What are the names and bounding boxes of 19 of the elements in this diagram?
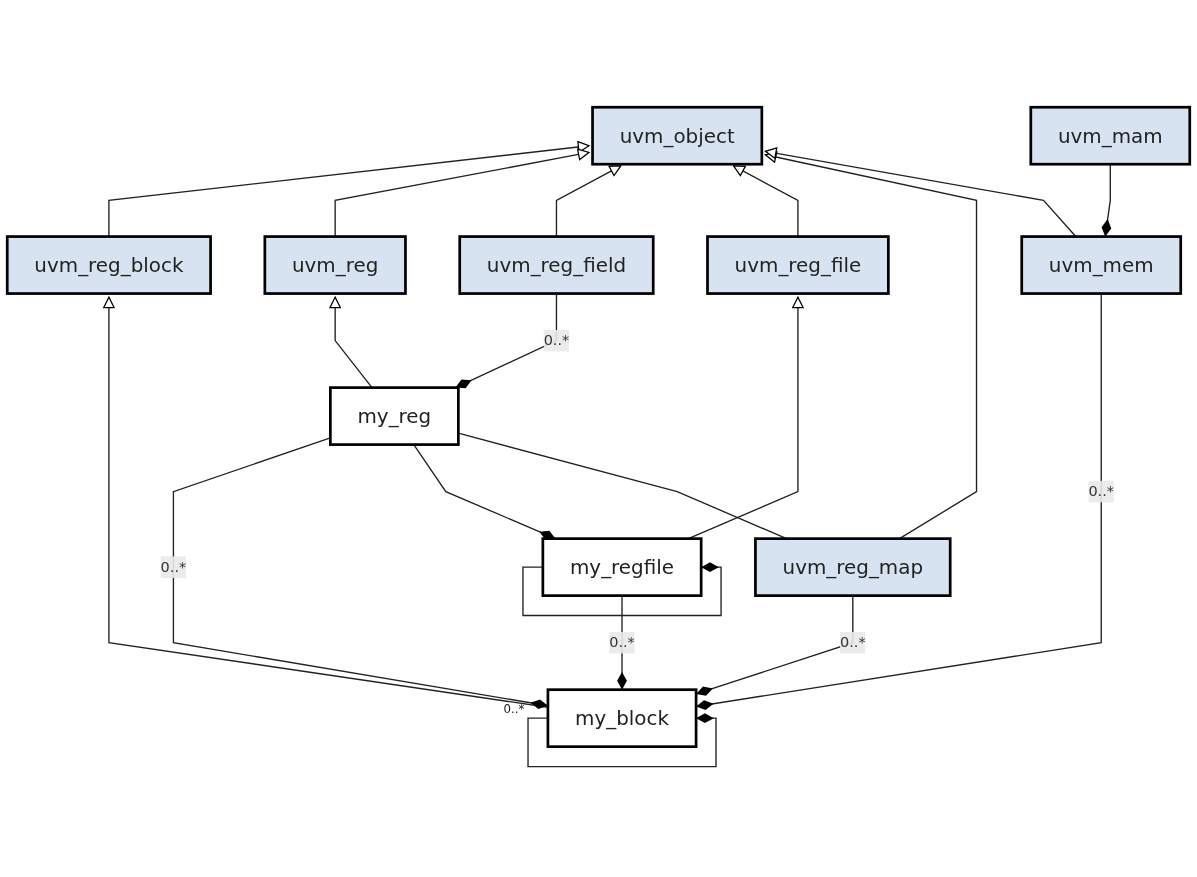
node-box: uvm_mem xyxy=(1020,235,1183,295)
node-box: uvm_reg_map xyxy=(754,537,952,597)
node-box: uvm_reg_file xyxy=(706,235,890,295)
node-box: my_regfile xyxy=(541,537,703,597)
node-box: uvm_reg_field xyxy=(458,235,655,295)
edge-label: 0..* xyxy=(609,633,635,651)
node-box: my_block xyxy=(546,688,698,748)
self-loop-connector xyxy=(522,562,722,616)
node-box: uvm_mam xyxy=(1029,105,1192,166)
node-box: uvm_object xyxy=(591,105,764,166)
node-box: uvm_reg xyxy=(263,235,407,295)
edge-label: 0..* xyxy=(839,633,866,651)
edge-label: 0..* xyxy=(543,331,570,349)
self-loop-connector xyxy=(527,713,717,768)
node-box: uvm_reg_block xyxy=(5,235,212,295)
edge-label: 0..* xyxy=(160,557,187,576)
edge-label: 0..* xyxy=(1088,482,1115,500)
node-box: my_reg xyxy=(329,386,460,446)
edge-label: 0..* xyxy=(503,701,525,716)
